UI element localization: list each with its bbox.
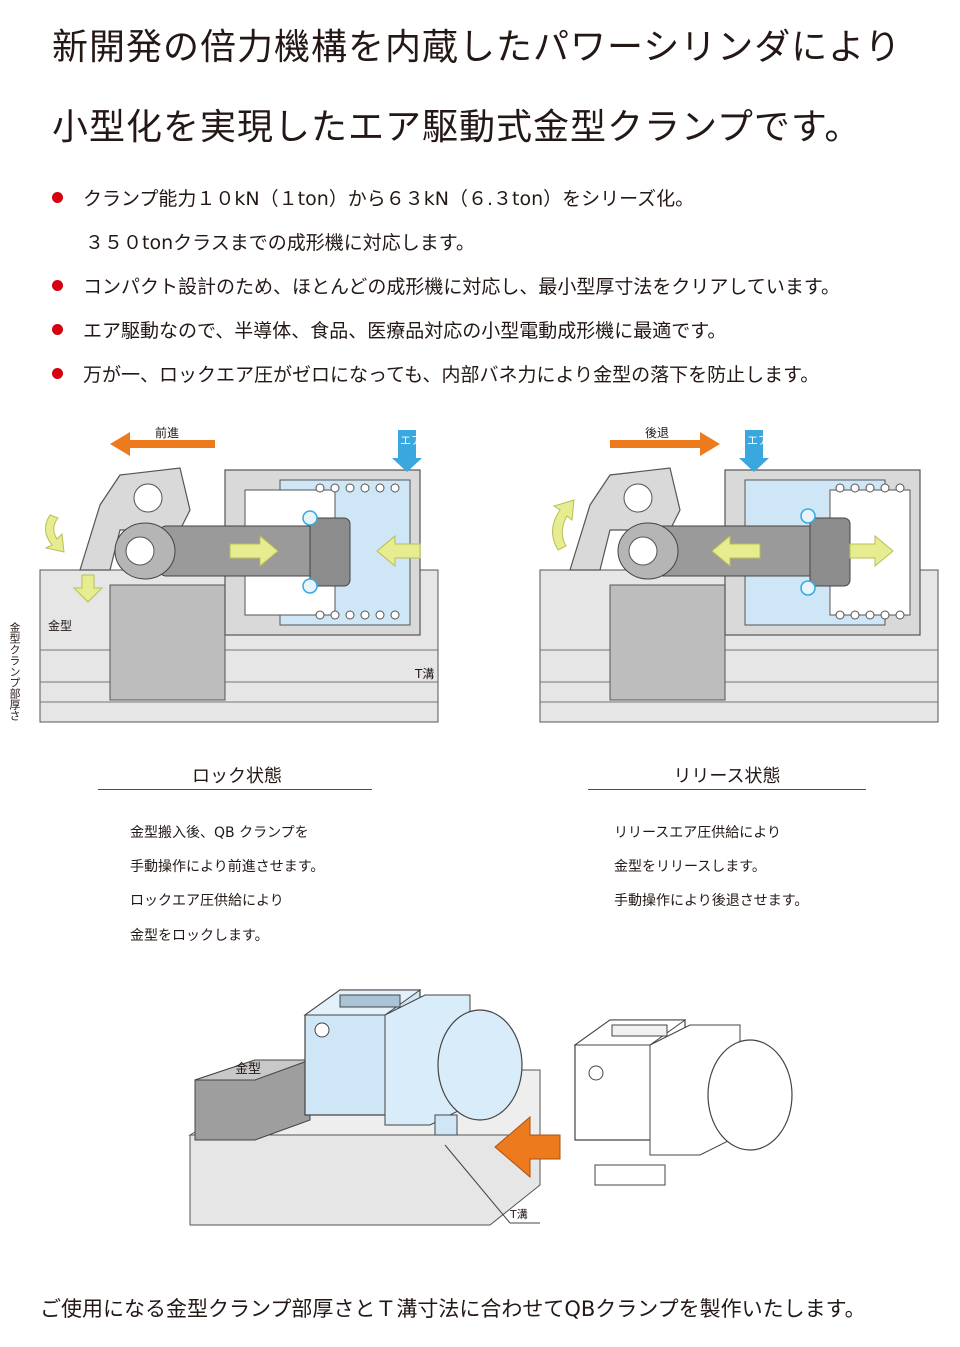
footer-note: ご使用になる金型クランプ部厚さとＴ溝寸法に合わせてQBクランプを製作いたします。 — [40, 1297, 866, 1321]
mold-label: 金型 — [48, 618, 72, 633]
lock-ball — [800, 508, 816, 524]
release-state-diagram: 後退 エア — [539, 426, 939, 723]
cylinder-iso — [437, 1009, 523, 1121]
base-front — [189, 1134, 541, 1226]
lock-desc-line: 金型をロックします。 — [130, 928, 269, 944]
release-desc-line: リリースエア圧供給により — [614, 825, 782, 841]
mold-block — [109, 584, 226, 701]
force-arrow — [376, 534, 421, 568]
pivot-pin — [623, 483, 653, 513]
force-arrow — [229, 534, 279, 568]
lock-state-divider — [98, 789, 372, 790]
lock-ball — [800, 580, 816, 596]
air-arrow — [745, 430, 763, 458]
feature-continuation: ３５０tonクラスまでの成形機に対応します。 — [85, 232, 475, 254]
feature-text: コンパクト設計のため、ほとんどの成形機に対応し、最小型厚寸法をクリアしています。 — [83, 276, 840, 298]
lock-state-title: ロック状態 — [192, 766, 282, 787]
pivot-pin — [133, 483, 163, 513]
clamp-foot — [434, 1114, 458, 1136]
feature-text: クランプ能力１０kN（１ton）から６３kN（６.３ton）をシリーズ化。 — [83, 188, 695, 210]
bullet-dot-icon — [52, 192, 63, 203]
bullet-dot-icon — [52, 324, 63, 335]
release-state-title: リリース状態 — [673, 766, 781, 787]
clamp-outline-slot — [611, 1024, 668, 1037]
piston-head — [809, 517, 851, 587]
lock-desc-line: 金型搬入後、QB クランプを — [130, 825, 309, 841]
direction-label: 後退 — [645, 426, 669, 440]
direction-arrow — [110, 432, 215, 456]
lock-ball — [302, 578, 318, 594]
direction-label: 前進 — [155, 425, 179, 440]
air-label: エア — [747, 434, 769, 447]
headline-line-2: 小型化を実現したエア駆動式金型クランプです。 — [52, 107, 862, 148]
release-desc-line: 手動操作により後退させます。 — [614, 893, 809, 909]
bolt-hole-icon — [314, 1022, 330, 1038]
feature-item: エア駆動なので、半導体、食品、医療品対応の小型電動成形機に最適です。 — [52, 316, 726, 343]
release-desc-line: 金型をリリースします。 — [614, 859, 766, 875]
lock-state-diagram: 前進 エア 金型 T溝 — [39, 425, 439, 723]
tslot-label: T溝 — [414, 667, 434, 681]
feature-item: 万が一、ロックエア圧がゼロになっても、内部バネ力により金型の落下を防止します。 — [52, 360, 819, 387]
feature-item: クランプ能力１０kN（１ton）から６３kN（６.３ton）をシリーズ化。 — [52, 184, 694, 211]
direction-arrow — [610, 432, 720, 456]
swing-arrow — [552, 499, 575, 551]
release-state-divider — [588, 789, 866, 790]
piston-head — [309, 517, 351, 587]
insert-arrow — [494, 1115, 561, 1179]
clamp-outline-foot — [594, 1164, 666, 1186]
down-arrow — [72, 574, 104, 603]
thickness-label: 金型クランプ部厚さ — [8, 622, 21, 721]
rod-pin — [125, 536, 155, 566]
bolt-hole-icon — [588, 1065, 604, 1081]
feature-text: 万が一、ロックエア圧がゼロになっても、内部バネ力により金型の落下を防止します。 — [83, 364, 820, 386]
bullet-dot-icon — [52, 368, 63, 379]
lock-ball — [302, 510, 318, 526]
force-arrow — [711, 534, 761, 568]
iso-mold-label: 金型 — [235, 1061, 261, 1077]
force-arrow — [849, 534, 894, 568]
air-arrow — [398, 430, 416, 458]
rod-pin — [628, 536, 658, 566]
air-label: エア — [400, 434, 422, 447]
iso-tslot-label: T溝 — [509, 1208, 528, 1221]
mold-block — [609, 584, 726, 701]
air-arrow-head — [739, 458, 769, 472]
clamp-slot — [339, 994, 401, 1008]
isometric-illustration: 金型 T溝 — [188, 989, 793, 1226]
bullet-dot-icon — [52, 280, 63, 291]
cylinder-outline — [707, 1039, 793, 1151]
lock-desc-line: ロックエア圧供給により — [130, 893, 284, 909]
tslot-leader — [444, 1144, 511, 1224]
air-arrow-head — [392, 458, 422, 472]
lock-desc-line: 手動操作により前進させます。 — [130, 859, 325, 875]
feature-item: コンパクト設計のため、ほとんどの成形機に対応し、最小型厚寸法をクリアしています。 — [52, 272, 840, 299]
swing-arrow — [44, 514, 65, 553]
headline-line-1: 新開発の倍力機構を内蔵したパワーシリンダにより — [52, 27, 902, 68]
feature-text: エア駆動なので、半導体、食品、医療品対応の小型電動成形機に最適です。 — [83, 320, 727, 342]
